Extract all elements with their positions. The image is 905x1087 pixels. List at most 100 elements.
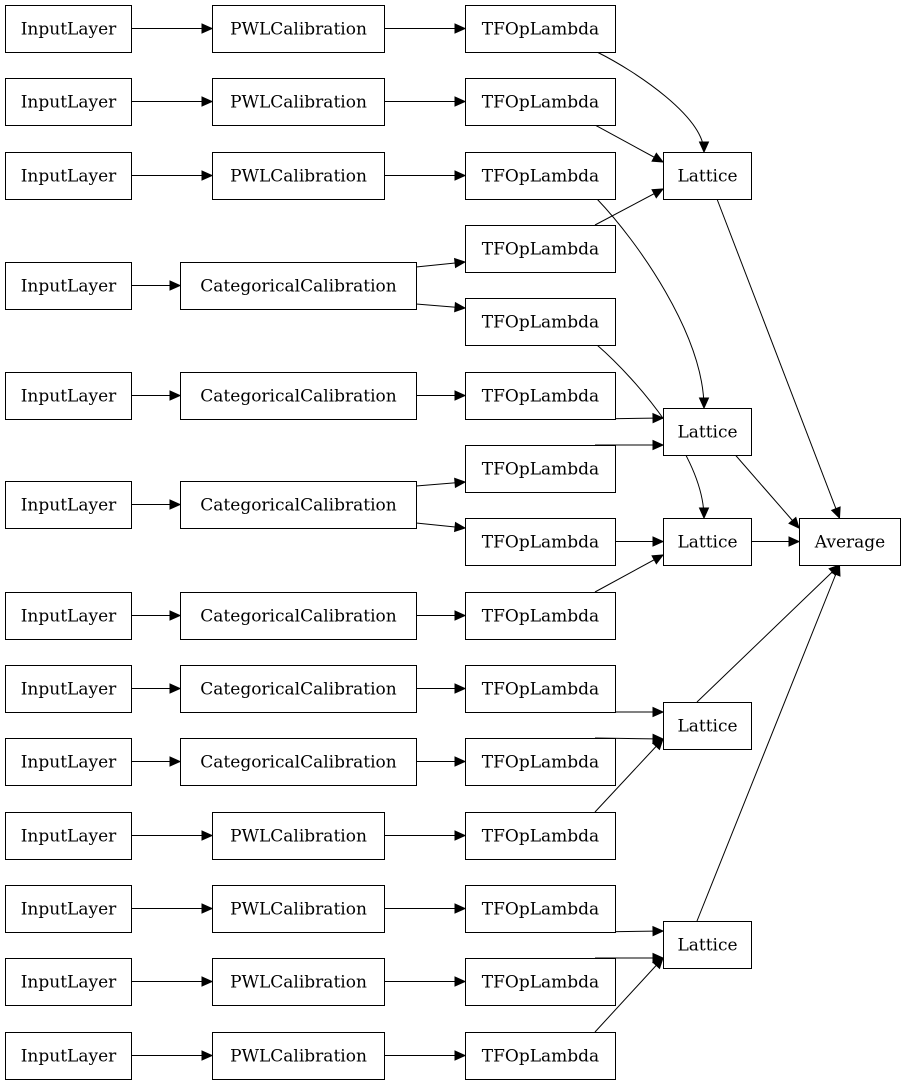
node-label: InputLayer [21,900,117,920]
node-tf12: TFOpLambda [465,958,616,1006]
edge-cat4-to-tf4a [415,257,467,269]
node-label: CategoricalCalibration [200,387,396,407]
node-pwl2: PWLCalibration [212,78,385,126]
edge-line [716,198,840,519]
node-label: TFOpLambda [482,93,599,113]
node-label: CategoricalCalibration [200,496,396,516]
node-box [5,665,132,713]
edge-in11-to-pwl11 [131,903,214,914]
node-box [465,592,616,640]
edge-cat4-to-tf4b [415,301,467,313]
node-box [180,738,417,786]
node-box [465,78,616,126]
node-box [5,738,132,786]
edge-lat5-to-avg [696,563,841,922]
node-label: InputLayer [21,973,117,993]
edge-pwl10-to-tf10 [384,830,467,841]
edge-line [594,188,664,226]
arrowhead-icon [454,23,467,34]
arrowhead-icon [698,397,710,410]
edge-tf10-to-lat4 [594,738,664,813]
edge-pwl1-to-tf1 [384,23,467,34]
node-cat9: CategoricalCalibration [180,738,417,786]
edge-line [596,198,705,409]
node-box [5,1032,132,1080]
node-label: InputLayer [21,93,117,113]
arrowhead-icon [652,412,665,424]
node-pwl1: PWLCalibration [212,5,385,53]
arrowhead-icon [651,188,665,199]
edge-in9-to-cat9 [131,756,182,767]
edge-lat1-to-avg [716,198,841,520]
node-in2: InputLayer [5,78,132,126]
node-in3: InputLayer [5,152,132,200]
node-label: TFOpLambda [482,900,599,920]
node-label: PWLCalibration [230,973,367,993]
node-box [180,592,417,640]
edge-cat8-to-tf8 [416,683,467,694]
node-box [212,5,385,53]
arrowhead-icon [201,96,214,107]
node-tf5: TFOpLambda [465,372,616,420]
node-label: TFOpLambda [482,680,599,700]
arrowhead-icon [698,141,710,154]
node-tf7: TFOpLambda [465,592,616,640]
node-lat5: Lattice [663,921,752,969]
node-pwl3: PWLCalibration [212,152,385,200]
node-label: TFOpLambda [482,753,599,773]
edge-pwl11-to-tf11 [384,903,467,914]
arrowhead-icon [454,170,467,181]
node-box [465,665,616,713]
node-pwl10: PWLCalibration [212,812,385,860]
node-label: TFOpLambda [482,827,599,847]
edge-tf7-to-lat3 [594,554,665,593]
node-box [799,518,901,566]
arrowhead-icon [454,96,467,107]
node-label: InputLayer [21,827,117,847]
arrowhead-icon [651,554,665,565]
node-in9: InputLayer [5,738,132,786]
node-box [180,665,417,713]
edge-in8-to-cat8 [131,683,182,694]
node-label: TFOpLambda [482,607,599,627]
node-tf2: TFOpLambda [465,78,616,126]
node-lat4: Lattice [663,702,752,750]
node-box [180,262,417,310]
edge-in4-to-cat4 [131,280,182,291]
node-label: CategoricalCalibration [200,753,396,773]
node-box [212,152,385,200]
arrowhead-icon [169,280,182,291]
node-label: TFOpLambda [482,460,599,480]
node-in6: InputLayer [5,481,132,529]
nodes-layer: InputLayerInputLayerInputLayerInputLayer… [5,5,901,1080]
arrowhead-icon [169,610,182,621]
arrowhead-icon [201,903,214,914]
edge-in3-to-pwl3 [131,170,214,181]
node-label: Average [814,533,885,553]
arrowhead-icon [454,683,467,694]
node-tf13: TFOpLambda [465,1032,616,1080]
edge-line [594,957,664,1033]
node-label: TFOpLambda [482,313,599,333]
node-in13: InputLayer [5,1032,132,1080]
node-box [5,885,132,933]
node-lat2: Lattice [663,408,752,456]
node-label: PWLCalibration [230,900,367,920]
node-label: CategoricalCalibration [200,607,396,627]
edge-lat4-to-avg [696,564,841,703]
node-box [465,298,616,346]
node-tf10: TFOpLambda [465,812,616,860]
edge-tf2-to-lat1 [594,124,665,163]
node-box [5,262,132,310]
edge-line [594,124,664,163]
edge-cat6-to-tf6a [415,477,467,489]
node-box [465,812,616,860]
edge-pwl13-to-tf13 [384,1050,467,1061]
node-box [465,5,616,53]
edge-line [594,738,664,813]
edge-tf1-to-lat1 [596,51,710,154]
node-lat3: Lattice [663,518,752,566]
node-label: Lattice [677,423,737,443]
arrowhead-icon [454,390,467,401]
arrowhead-icon [201,976,214,987]
